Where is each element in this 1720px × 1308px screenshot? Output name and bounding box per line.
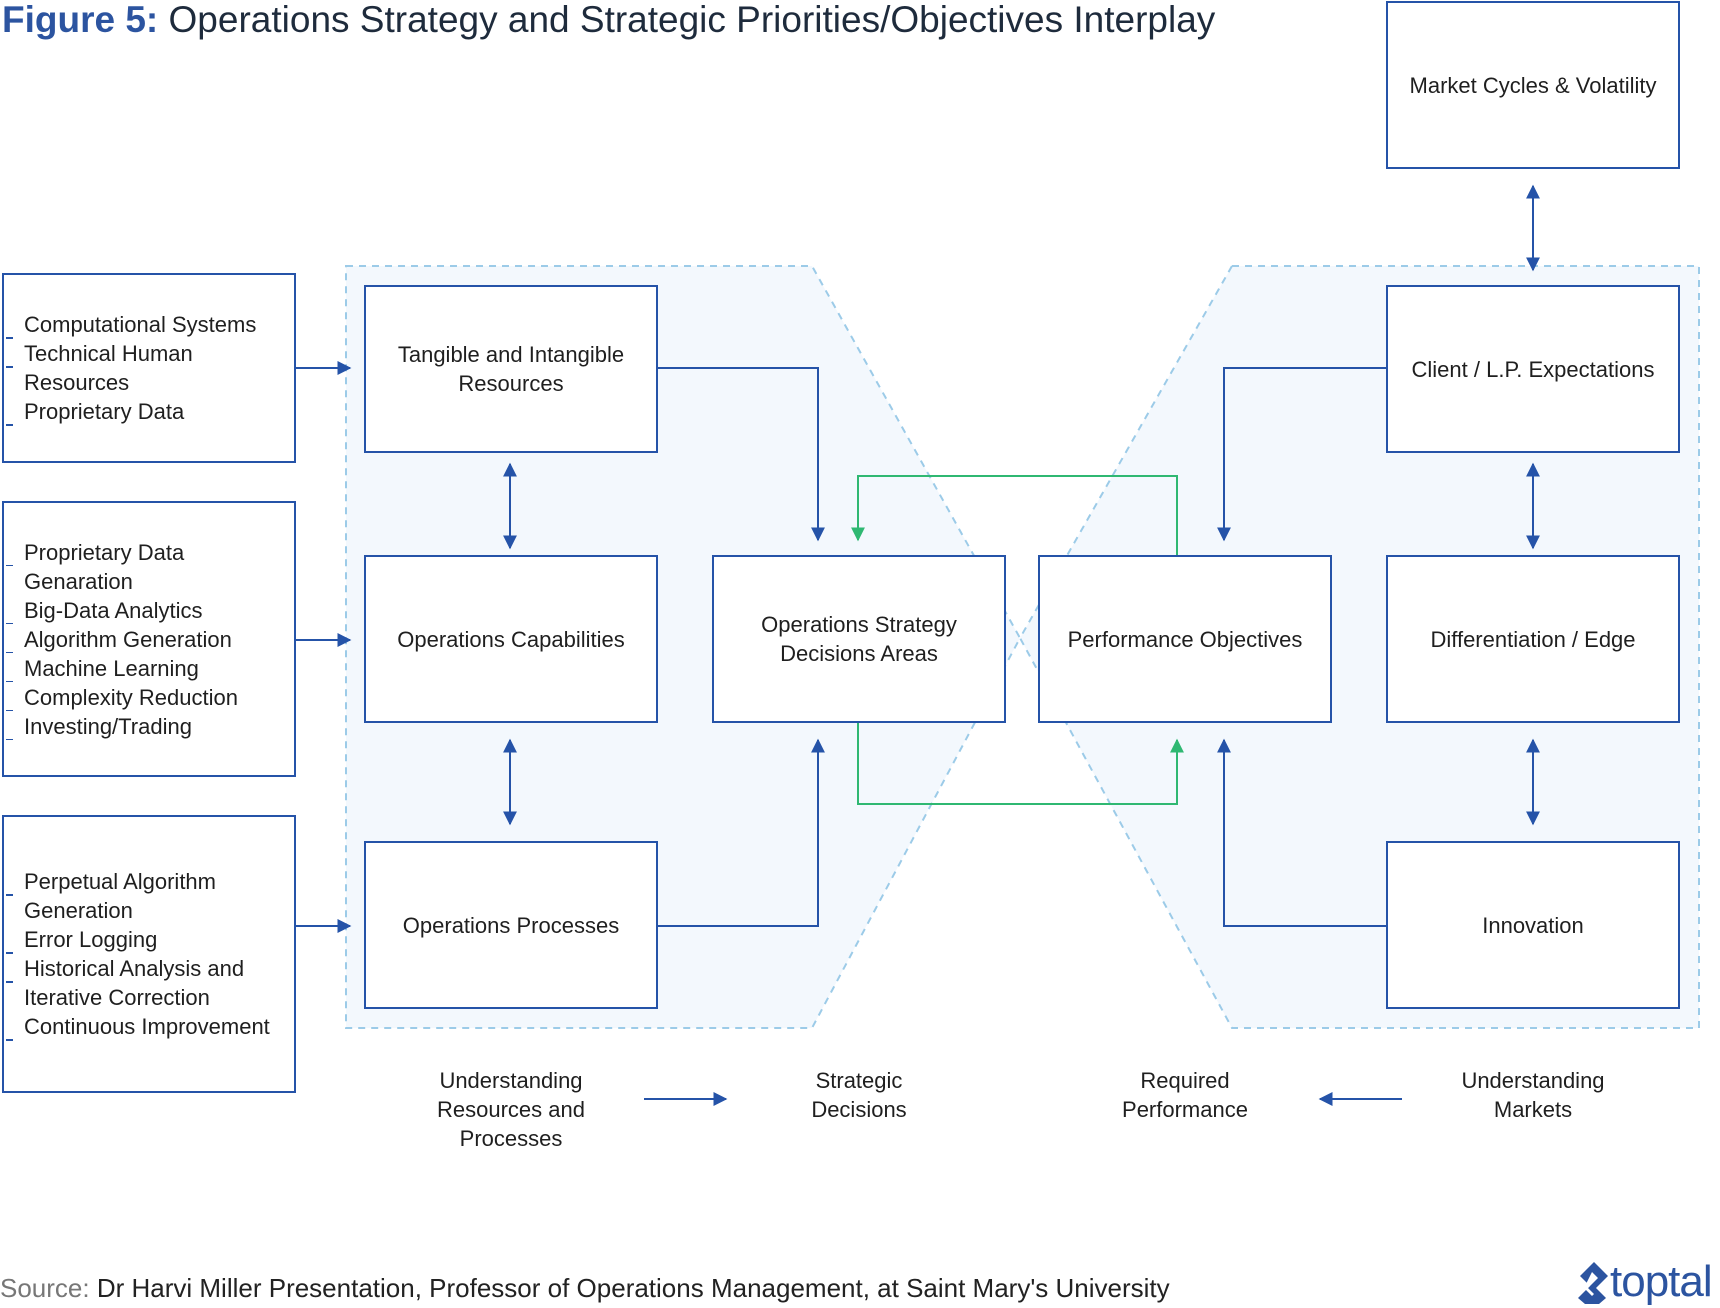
toptal-logo: toptal [1574, 1256, 1713, 1308]
tangible-resources-box: Tangible and Intangible Resources [364, 285, 658, 453]
list-item: Investing/Trading [6, 712, 282, 741]
logo-text: toptal [1610, 1257, 1713, 1306]
left-box-systems: Computational Systems Technical Human Re… [2, 273, 296, 463]
list-item: Error Logging [6, 925, 282, 954]
source-prefix: Source: [0, 1273, 90, 1303]
label-understanding-markets: Understanding Markets [1461, 1068, 1605, 1122]
arrow-processes-to-strategy [656, 738, 825, 927]
source-citation: Source: Dr Harvi Miller Presentation, Pr… [0, 1272, 1170, 1304]
figure-title: Figure 5: Operations Strategy and Strate… [2, 0, 1215, 40]
list-item: Computational Systems [6, 310, 282, 339]
list-item: Continuous Improvement [6, 1012, 282, 1041]
list-item: Complexity Reduction [6, 683, 282, 712]
operations-processes-box: Operations Processes [364, 841, 658, 1009]
left-region [345, 265, 1022, 1029]
list-item: Technical Human Resources [6, 339, 282, 397]
innovation-box: Innovation [1386, 841, 1680, 1009]
arrow-innovation-to-performance [1217, 738, 1387, 927]
toptal-logo-icon [1578, 1262, 1608, 1304]
list-item: Perpetual Algorithm Generation [6, 867, 282, 925]
list-item: Proprietary Data [6, 397, 282, 426]
source-text: Dr Harvi Miller Presentation, Professor … [96, 1273, 1170, 1303]
performance-objectives-box: Performance Objectives [1038, 555, 1332, 723]
list-item: Algorithm Generation [6, 625, 282, 654]
list-item: Historical Analysis and Iterative Correc… [6, 954, 282, 1012]
differentiation-box: Differentiation / Edge [1386, 555, 1680, 723]
figure-title-text: Operations Strategy and Strategic Priori… [168, 0, 1216, 40]
green-arrow-strategy-to-performance [857, 722, 1184, 805]
label-understanding-resources: Understanding Resources and Processes [437, 1068, 585, 1151]
list-item: Machine Learning [6, 654, 282, 683]
list-item: Proprietary Data Genaration [6, 538, 282, 596]
operations-capabilities-box: Operations Capabilities [364, 555, 658, 723]
arrow-tangible-to-strategy [656, 367, 825, 542]
left-box-data: Proprietary Data Genaration Big-Data Ana… [2, 501, 296, 777]
label-required-performance: Required Performance [1122, 1068, 1248, 1122]
left-box-algorithms: Perpetual Algorithm Generation Error Log… [2, 815, 296, 1093]
operations-strategy-box: Operations Strategy Decisions Areas [712, 555, 1006, 723]
client-expectations-box: Client / L.P. Expectations [1386, 285, 1680, 453]
list-item: Big-Data Analytics [6, 596, 282, 625]
market-cycles-box: Market Cycles & Volatility [1386, 1, 1680, 169]
green-arrow-performance-to-strategy [851, 475, 1178, 555]
figure-number: Figure 5: [2, 0, 159, 40]
arrow-client-to-performance [1217, 367, 1387, 542]
label-strategic-decisions: Strategic Decisions [811, 1068, 907, 1122]
